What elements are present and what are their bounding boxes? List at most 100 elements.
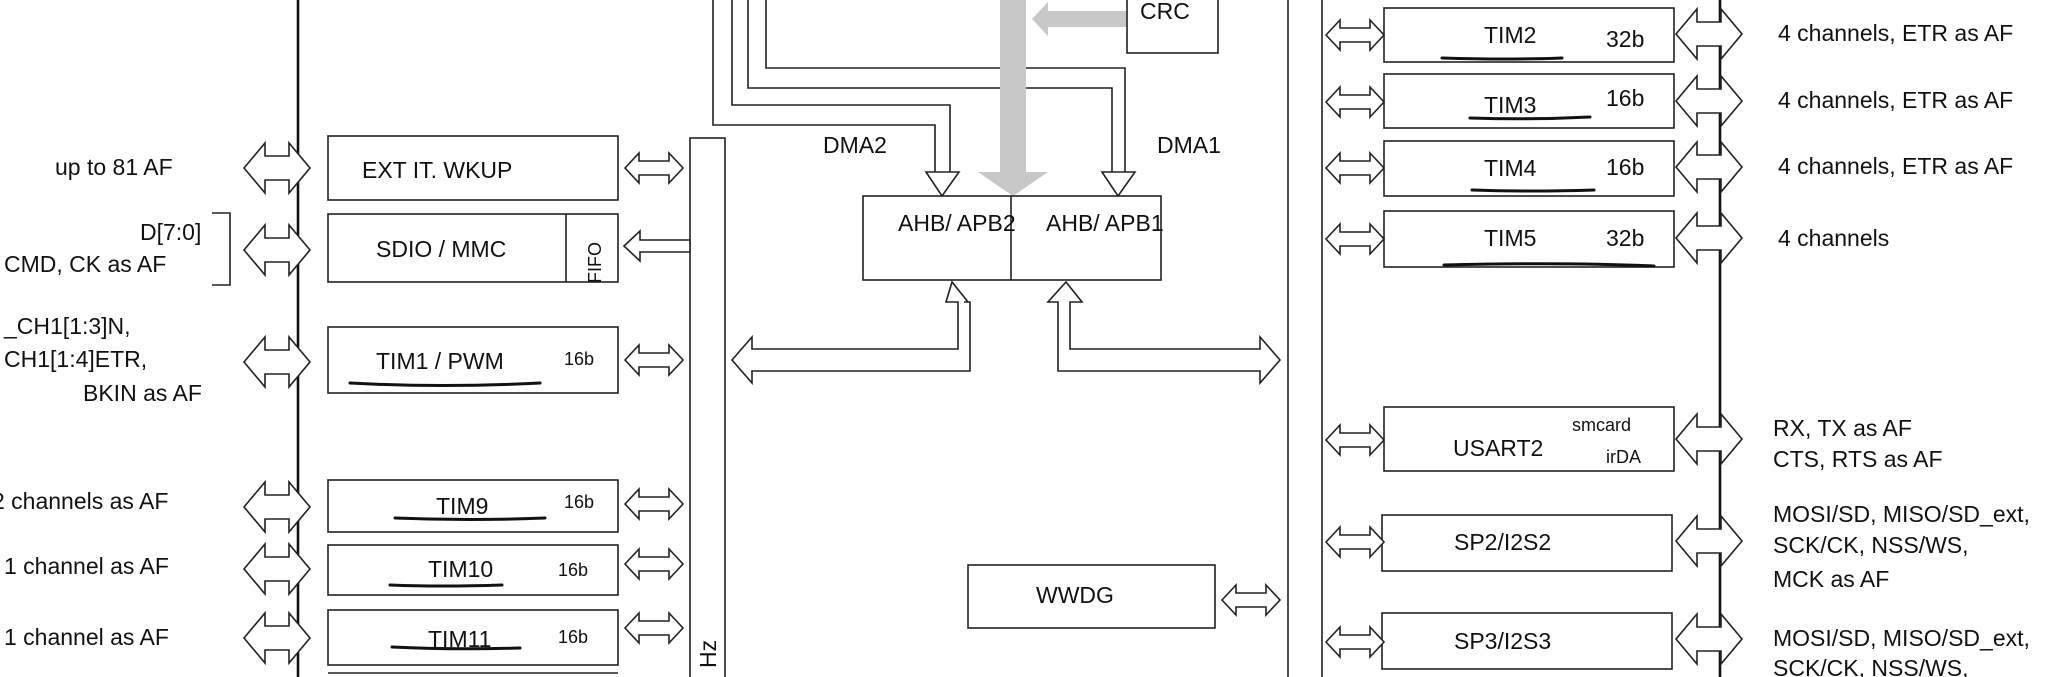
tim3-bits: 16b [1606,85,1644,111]
crc-block [1126,0,1219,54]
tim11-external-arrow[interactable] [243,612,311,664]
tim4-external-arrow[interactable] [1675,141,1743,193]
tim2-bus-arrow[interactable] [1325,19,1385,51]
wwdg-block [967,564,1216,629]
usart2-block [1383,406,1675,472]
spi3-signals-2: SCK/CK, NSS/WS, [1773,655,1969,677]
tim3-bus-arrow[interactable] [1325,86,1385,118]
dma2-label: DMA2 [823,132,887,158]
tim2-bits: 32b [1606,26,1644,52]
usart2-external-arrow[interactable] [1675,413,1743,465]
crc-bus-arrow [1032,2,1127,36]
tim11-signals: 1 channel as AF [4,624,169,650]
spi2-external-arrow[interactable] [1675,515,1743,567]
tim4-bus-arrow[interactable] [1325,152,1385,184]
system-bus-arrow [978,0,1048,196]
sdio-mmc-block [327,213,619,283]
tim1-signals-1: _CH1[1:3]N, [3,313,131,339]
tim9-label: TIM9 [436,493,488,519]
tim10-signals: 1 channel as AF [4,553,169,579]
tim9-signals: 2 channels as AF [0,488,168,514]
sdio-bus-arrow[interactable] [622,229,691,263]
usart2-signals-1: RX, TX as AF [1773,415,1912,441]
tim10-underline [388,583,504,588]
tim10-label: TIM10 [428,556,493,582]
tim5-label: TIM5 [1484,225,1536,251]
fifo-label: FIFO [585,242,605,283]
ext-it-wkup-label: EXT IT. WKUP [362,157,512,183]
tim11-underline [390,645,522,651]
crc-label: CRC [1140,0,1190,24]
spi2-signals-2: SCK/CK, NSS/WS, [1773,532,1969,558]
tim4-bits: 16b [1606,154,1644,180]
wwdg-label: WWDG [1036,582,1114,608]
tim1-bits: 16b [564,349,594,369]
tim5-bus-arrow[interactable] [1325,223,1385,255]
tim4-signals: 4 channels, ETR as AF [1778,153,2013,179]
tim9-block [327,479,619,533]
tim4-underline [1470,188,1596,193]
ahb-apb1-label: AHB/ APB1 [1046,210,1164,236]
tim3-external-arrow[interactable] [1675,75,1743,127]
tim2-underline [1440,56,1564,61]
spi2-i2s2-block [1381,514,1673,572]
sdio-external-arrow[interactable] [243,224,311,276]
spi3-label: SP3/I2S3 [1454,628,1551,654]
ext-it-external-arrow[interactable] [243,142,311,194]
tim5-bits: 32b [1606,225,1644,251]
spi3-bus-arrow[interactable] [1325,626,1385,658]
tim2-label: TIM2 [1484,22,1536,48]
spi2-signals-1: MOSI/SD, MISO/SD_ext, [1773,501,2030,527]
tim5-external-arrow[interactable] [1675,212,1743,264]
ahb-apb2-label: AHB/ APB2 [898,210,1016,236]
tim9-underline [393,516,547,521]
spi3-signals-1: MOSI/SD, MISO/SD_ext, [1773,625,2030,651]
tim2-external-arrow[interactable] [1675,8,1743,60]
dma2-arrowhead [924,171,961,198]
tim9-bus-arrow[interactable] [624,488,684,520]
tim2-signals: 4 channels, ETR as AF [1778,20,2013,46]
sdio-signal-bracket [212,212,231,286]
spi2-label: SP2/I2S2 [1454,529,1551,555]
ext-it-signals: up to 81 AF [55,154,173,180]
usart2-bus-arrow[interactable] [1325,424,1385,456]
tim11-block [327,609,619,666]
ext-it-bus-arrow[interactable] [624,152,684,184]
tim10-block [327,544,619,596]
apb1-bridge-bus-arrow [1046,280,1282,386]
usart2-label: USART2 [1453,435,1543,461]
apb2-bridge-bus-arrow [730,280,971,386]
tim1-signals-2: CH1[1:4]ETR, [4,346,147,372]
tim1-label: TIM1 / PWM [376,348,504,374]
apb2-freq-label: Hz [695,640,721,668]
sdio-mmc-label: SDIO / MMC [376,236,506,262]
tim4-label: TIM4 [1484,155,1537,181]
tim10-bits: 16b [558,560,588,580]
wwdg-bus-arrow[interactable] [1221,584,1281,616]
dma-lines [712,0,1126,172]
tim9-external-arrow[interactable] [243,481,311,533]
dma1-label: DMA1 [1157,132,1221,158]
apb2-bus-box [689,137,726,677]
tim1-external-arrow[interactable] [243,336,311,388]
tim5-signals: 4 channels [1778,225,1889,251]
tim1-pwm-block [327,326,619,394]
ext-it-wkup-block [327,135,619,201]
tim3-underline [1468,115,1592,121]
tim5-underline [1442,262,1656,268]
spi2-bus-arrow[interactable] [1325,526,1385,558]
sdio-signals-data: D[7:0] [140,219,201,245]
tim10-bus-arrow[interactable] [624,548,684,580]
spi3-external-arrow[interactable] [1675,613,1743,665]
usart2-smcard: smcard [1572,415,1631,435]
tim11-bus-arrow[interactable] [624,612,684,644]
tim1-bus-arrow[interactable] [624,344,684,376]
tim4-block [1383,140,1675,197]
tim5-block [1383,210,1675,268]
tim10-external-arrow[interactable] [243,543,311,595]
tim11-bits: 16b [558,627,588,647]
tim1-underline [348,381,542,387]
tim1-signals-3: BKIN as AF [83,380,202,406]
tim3-label: TIM3 [1484,92,1536,118]
sdio-signals-cmd: CMD, CK as AF [4,251,166,277]
